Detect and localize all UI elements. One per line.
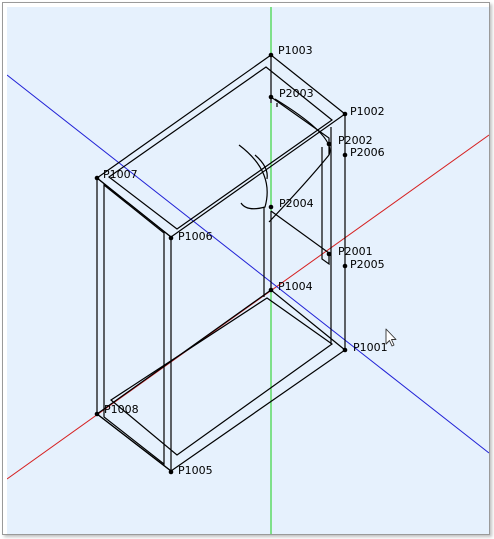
front-face-inner	[103, 183, 165, 466]
point-p2005[interactable]: P2005	[342, 258, 385, 271]
point-label: P1008	[104, 403, 139, 416]
points-layer: P1003 P2003 P1002 P2002 P2006 P1007 P200…	[94, 44, 388, 477]
point-p1002[interactable]: P1002	[342, 105, 385, 118]
point-label: P1005	[178, 464, 213, 477]
point-label: P1003	[278, 44, 313, 57]
front-face-outer	[96, 176, 172, 473]
viewport-frame: P1003 P2003 P1002 P2002 P2006 P1007 P200…	[2, 2, 490, 535]
point-label: P1006	[178, 230, 213, 243]
point-p2003[interactable]: P2003	[268, 87, 314, 100]
point-p1007[interactable]: P1007	[94, 168, 138, 181]
point-p2006[interactable]: P2006	[342, 146, 385, 159]
point-label: P2006	[350, 146, 385, 159]
point-p1003[interactable]: P1003	[268, 44, 313, 58]
point-p1008[interactable]: P1008	[94, 403, 139, 417]
bottom-face-outer	[95, 289, 346, 472]
door-swing-arc-tick	[254, 154, 268, 180]
opening-top	[270, 96, 330, 155]
point-p2004[interactable]: P2004	[268, 197, 314, 210]
point-label: P1007	[103, 168, 138, 181]
point-label: P2004	[279, 197, 314, 210]
point-label: P1004	[278, 280, 313, 293]
point-label: P1002	[350, 105, 385, 118]
point-label: P1001	[353, 341, 388, 354]
door-swing-arc	[268, 98, 331, 223]
point-p2002[interactable]: P2002	[326, 134, 373, 147]
point-p1004[interactable]: P1004	[268, 280, 313, 293]
top-face-inner	[107, 66, 333, 230]
point-p1001[interactable]: P1001	[342, 341, 388, 354]
point-label: P2002	[338, 134, 373, 147]
point-label: P2005	[350, 258, 385, 271]
point-p1005[interactable]: P1005	[168, 464, 213, 477]
opening-bottom	[270, 147, 330, 266]
arrow-cursor-icon	[385, 328, 397, 347]
point-p2001[interactable]: P2001	[326, 245, 373, 258]
3d-viewport[interactable]: P1003 P2003 P1002 P2002 P2006 P1007 P200…	[7, 7, 489, 534]
point-label: P2001	[338, 245, 373, 258]
y-axis-line	[7, 74, 489, 454]
point-p1006[interactable]: P1006	[168, 230, 213, 243]
scene-svg: P1003 P2003 P1002 P2002 P2006 P1007 P200…	[7, 7, 489, 534]
door-swing-arc-outer	[238, 144, 268, 210]
bottom-face-inner	[109, 297, 334, 456]
point-label: P2003	[279, 87, 314, 100]
